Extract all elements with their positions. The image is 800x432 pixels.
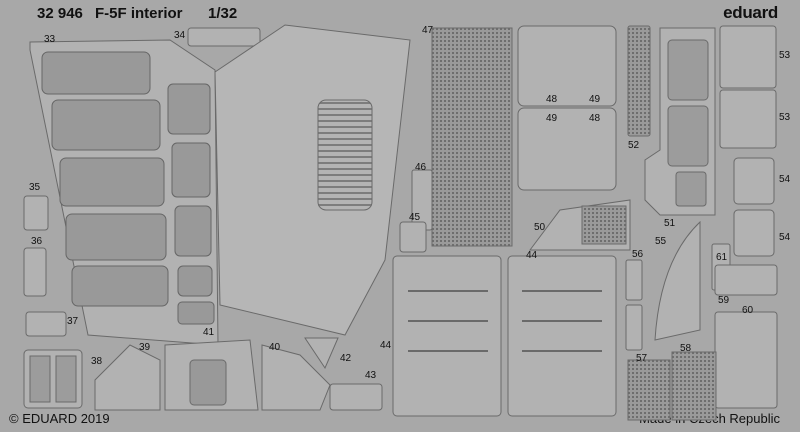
set-title: F-5F interior — [95, 5, 183, 22]
part-number-56: 56 — [632, 249, 644, 260]
part-number-44b: 44 — [526, 250, 538, 261]
part-57 — [627, 359, 671, 421]
part-number-46: 46 — [415, 162, 427, 173]
part-45 — [399, 221, 427, 253]
part-number-41: 41 — [203, 327, 215, 338]
part-33-window — [65, 213, 167, 261]
part-number-36: 36 — [31, 236, 43, 247]
part-number-43: 43 — [365, 370, 377, 381]
part-53-bottom — [719, 89, 777, 149]
part-60 — [714, 311, 778, 409]
part-number-51: 51 — [664, 218, 676, 229]
part-48-49-bottom — [517, 107, 617, 191]
part-58 — [671, 351, 717, 421]
part-number-47: 47 — [422, 25, 434, 36]
part-42 — [304, 337, 339, 370]
part-36 — [23, 247, 47, 297]
part-number-48a: 48 — [546, 94, 558, 105]
part-number-33: 33 — [44, 34, 56, 45]
part-33-window — [171, 142, 211, 198]
part-number-48b: 48 — [589, 113, 601, 124]
part-44-right — [507, 255, 617, 417]
part-number-38: 38 — [91, 356, 103, 367]
part-34 — [187, 27, 261, 47]
part-52 — [627, 25, 651, 137]
part-number-49a: 49 — [589, 94, 601, 105]
part-number-59: 59 — [718, 295, 730, 306]
part-number-50: 50 — [534, 222, 546, 233]
part-number-45: 45 — [409, 212, 421, 223]
part-number-55: 55 — [655, 236, 667, 247]
part-center-vent — [317, 99, 373, 211]
part-33-window — [51, 99, 161, 151]
part-56b — [625, 304, 643, 351]
part-44-left — [392, 255, 502, 417]
set-code: 32 946 — [37, 5, 83, 22]
part-35 — [23, 195, 49, 231]
part-56 — [625, 259, 643, 301]
part-number-54b: 54 — [779, 232, 791, 243]
part-47 — [431, 27, 513, 247]
part-59 — [714, 264, 778, 296]
part-43 — [329, 383, 383, 411]
part-number-44a: 44 — [380, 340, 392, 351]
part-48-49-top — [517, 25, 617, 107]
part-number-42: 42 — [340, 353, 352, 364]
part-number-54a: 54 — [779, 174, 791, 185]
part-number-35: 35 — [29, 182, 41, 193]
part-33-window — [59, 157, 165, 207]
part-33-window — [177, 265, 213, 297]
part-33-window — [174, 205, 212, 257]
part-number-49b: 49 — [546, 113, 558, 124]
part-33-window — [41, 51, 151, 95]
part-54-bottom — [733, 209, 775, 257]
part-37 — [25, 311, 67, 337]
part-number-53b: 53 — [779, 112, 791, 123]
part-number-61: 61 — [716, 252, 728, 263]
part-number-37: 37 — [67, 316, 79, 327]
part-39 — [94, 344, 161, 411]
part-number-57: 57 — [636, 353, 648, 364]
part-40 — [261, 344, 331, 411]
part-number-52: 52 — [628, 140, 640, 151]
set-scale: 1/32 — [208, 5, 238, 22]
part-33-window — [177, 301, 215, 325]
part-center-panel — [214, 24, 411, 336]
part-33-window — [167, 83, 211, 135]
brand-logo: eduard — [723, 3, 778, 22]
part-54-top — [733, 157, 775, 205]
part-53-top — [719, 25, 777, 89]
part-number-34: 34 — [174, 30, 186, 41]
part-55 — [654, 220, 701, 341]
part-number-40: 40 — [269, 342, 281, 353]
part-33-window — [71, 265, 169, 307]
part-number-58: 58 — [680, 343, 692, 354]
part-number-39: 39 — [139, 342, 151, 353]
part-number-53a: 53 — [779, 50, 791, 61]
copyright: © EDUARD 2019 — [9, 411, 110, 426]
part-number-60: 60 — [742, 305, 754, 316]
